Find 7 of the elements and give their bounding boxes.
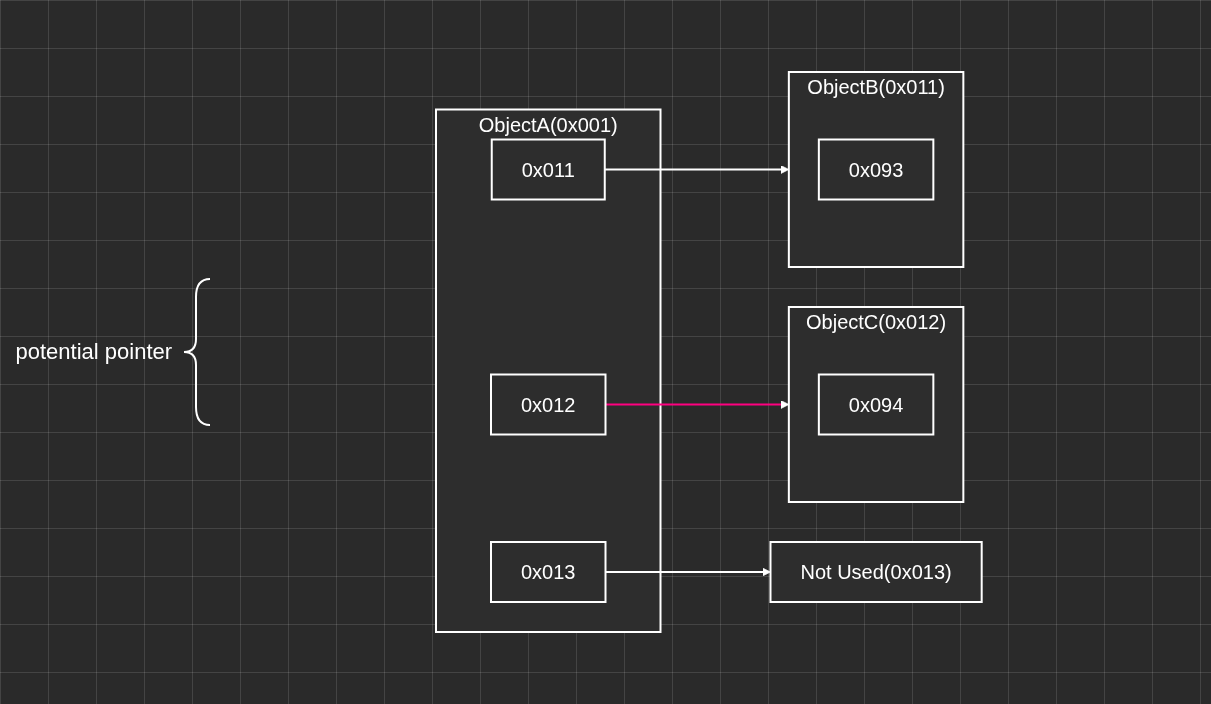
node-box: 0x013 <box>489 541 607 603</box>
node-box: 0x012 <box>489 373 607 436</box>
node-box: Not Used(0x013) <box>769 541 983 603</box>
node-box: 0x094 <box>817 373 935 436</box>
node-box: 0x011 <box>490 138 606 201</box>
node-box: 0x093 <box>817 138 935 201</box>
bracket-label: potential pointer <box>15 339 173 365</box>
